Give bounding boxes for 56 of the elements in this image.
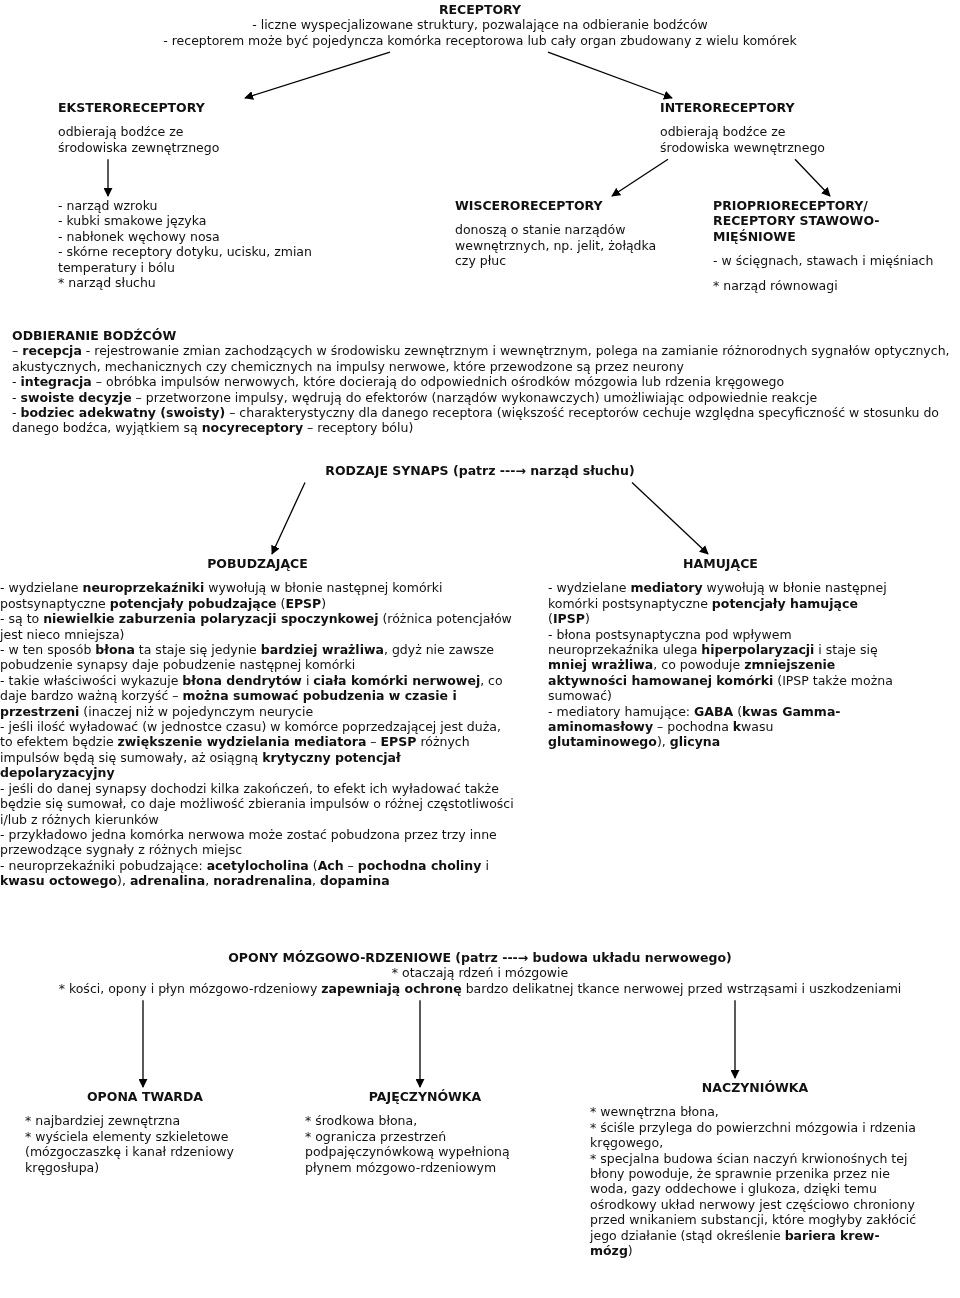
arrow [415,999,425,1088]
arrow [244,51,391,100]
list-item: - skórne receptory dotyku, ucisku, zmian temperatury i bólu [58,244,313,276]
list-item: * wewnętrzna błona, [590,1104,720,1120]
paragraph: - bodziec adekwatny (swoisty) – charakterystyczny dla danego receptora (większość receptorów cechuje względna specyficzność w stosunku do danego bodźca, wyjątkiem są nocyreceptory – receptory bólu) [12,405,940,436]
paragraph: - integracja – obróbka impulsów nerwowych, które docierają do odpowiednich ośrodków mózgowia lub rdzenia kręgowego [12,374,786,390]
list-item: * narząd słuchu [58,275,157,291]
description-text: odbierają bodźce ze środowiska zewnętrznego [58,124,221,156]
list-item: - mediatory hamujące: GABA (kwas Gamma-aminomasłowy – pochodna kwasu glutaminowego), glicyna [548,703,842,750]
list-item: - kubki smakowe języka [58,213,208,229]
section-heading: OPONA TWARDA [86,1089,204,1105]
list-item: - w ścięgnach, stawach i mięśniach [713,253,935,269]
list-item: * kości, opony i płyn mózgowo-rdzeniowy zapewniają ochronę bardzo delikatnej tkance nerwowej przed wstrząsami i uszkodzeniami [57,980,903,997]
list-item: - receptorem może być pojedyncza komórka receptorowa lub cały organ zbudowany z wielu komórek [162,32,798,49]
description-text: odbierają bodźce ze środowiska wewnętrznego [660,124,826,156]
arrow [631,481,709,555]
list-item: - takie właściwości wykazuje błona dendrytów i ciała komórki nerwowej, co daje bardzo ważną korzyść – można sumować pobudzenia w czasie i przestrzeni (inaczej niż w pojedynczym neurycie [0,672,504,720]
list-item: - błona postsynaptyczna pod wpływem neuroprzekaźnika ulega hiperpolaryzacji i staje się mniej wrażliwa, co powoduje zmniejszenie aktywności hamowanej komórki (IPSP także można sumować) [548,626,893,704]
list-item: - jeśli ilość wyładować (w jednostce czasu) w komórce poprzedzającej jest duża, to efektem będzie zwiększenie wydzielania mediatora – EPSP różnych impulsów będą się sumowały, aż osiągną krytyczny potencjał depolaryzacyjny [0,719,502,781]
list-item: - wydzielane neuroprzekaźniki wywołują w błonie następnej komórki postsynaptyczne potencjały pobudzające (EPSP) [0,580,444,612]
list-item: * narząd równowagi [713,277,839,294]
list-item: - nabłonek węchowy nosa [58,228,221,245]
section-heading: NACZYNIÓWKA [700,1080,810,1096]
section-heading: HAMUJĄCE [682,556,759,572]
arrow [611,158,669,197]
list-item: * ogranicza przestrzeń podpajęczynówkową wypełnioną płynem mózgowo-rdzeniowym [305,1128,511,1176]
section-heading: INTERORECEPTORY [660,100,796,116]
list-item: * wyściela elementy szkieletowe (mózgoczaszkę i kanał rdzeniowy kręgosłupa) [25,1128,235,1176]
list-item: - są to niewielkie zaburzenia polaryzacji spoczynkowej (różnica potencjałów jest nieco mniejsza) [0,611,513,643]
section-heading: WISCERORECEPTORY [455,198,604,214]
arrow [138,999,148,1088]
list-item: - wydzielane mediatory wywołują w błonie następnej komórki postsynaptyczne potencjały hamujące (IPSP) [548,580,888,627]
list-item: * środkowa błona, [305,1113,419,1129]
description-text: donoszą o stanie narządów wewnętrznych, np. jelit, żołądka czy płuc [455,222,658,269]
list-item: - liczne wyspecjalizowane struktury, pozwalające na odbieranie bodźców [251,17,709,33]
arrow [271,481,306,555]
arrow [103,158,113,197]
list-item: * otaczają rdzeń i mózgowie [390,965,570,981]
list-item: - neuroprzekaźniki pobudzające: acetylocholina (Ach – pochodna choliny i kwasu octowego), adrenalina, noradrenalina, dopamina [0,857,490,889]
list-item: - jeśli do danej synapsy dochodzi kilka zakończeń, to efekt ich wyładować także będzie się sumował, co daje możliwość zbierania impulsów o różnej częstotliwości i/lub z różnych kierunków [0,780,515,827]
list-item: - narząd wzroku [58,198,159,214]
list-item: * najbardziej zewnętrzna [25,1113,182,1129]
list-item: * specjalna budowa ścian naczyń krwionośnych tej błony powoduje, że sprawnie przenika przez nie woda, gazy oddechowe i glukoza, dzięki temu ośrodkowy układ nerwowy jest częściowo chroniony przed wnikaniem substancji, które mogłyby zakłócić jego działanie (stąd określenie bariera krew-mózg) [590,1150,918,1259]
section-heading: POBUDZAJĄCE [206,556,309,572]
section-heading: OPONY MÓZGOWO-RDZENIOWE (patrz ---→ budowa układu nerwowego) [227,950,733,966]
list-item: * ściśle przylega do powierzchni mózgowia i rdzenia kręgowego, [590,1119,917,1151]
section-heading: ODBIERANIE BODŹCÓW [12,328,178,344]
arrow [730,999,740,1079]
paragraph: - swoiste decyzje – przetworzone impulsy, wędrują do efektorów (narządów wykonawczych) umożliwiając odpowiednie reakcje [12,389,819,406]
section-heading: PAJĘCZYNÓWKA [367,1089,483,1105]
section-heading: RODZAJE SYNAPS (patrz ---→ narząd słuchu) [324,463,636,479]
arrow [547,51,673,100]
section-heading: RECEPTORY [437,2,523,18]
section-heading: PRIOPRIORECEPTORY/ RECEPTORY STAWOWO-MIĘŚNIOWE [713,198,881,245]
section-heading: EKSTERORECEPTORY [58,100,206,116]
arrow [794,158,831,197]
